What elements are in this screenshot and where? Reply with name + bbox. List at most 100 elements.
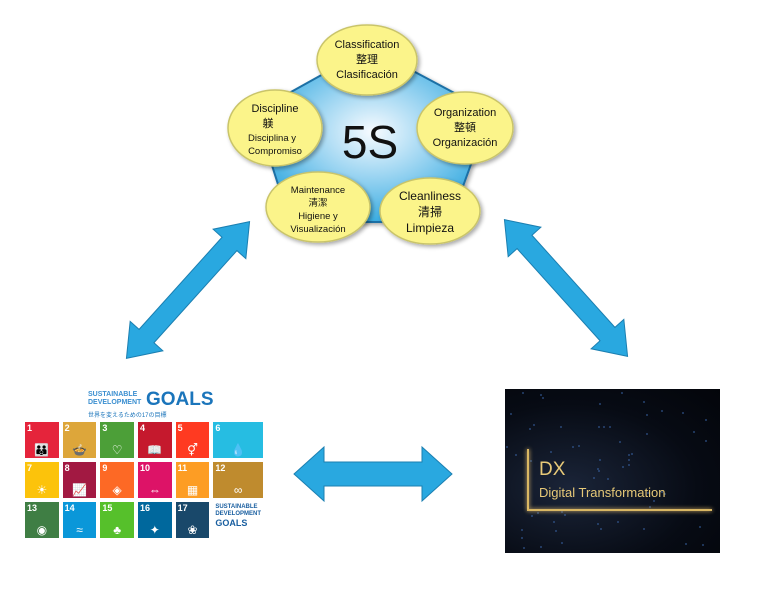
dx-background-dot bbox=[643, 528, 645, 530]
sdg-goal-17-icon: ❀ bbox=[187, 523, 198, 537]
sdg-header: SUSTAINABLE DEVELOPMENT GOALS 世界を変えるための1… bbox=[88, 389, 214, 419]
dx-background-dot bbox=[597, 523, 599, 525]
sdg-goal-13-icon: ◉ bbox=[36, 523, 48, 537]
sdg-tile-number: 6 bbox=[215, 423, 221, 433]
dx-background-dot bbox=[603, 426, 605, 428]
sdg-goal-4-icon: 📖 bbox=[147, 443, 163, 457]
sdg-tile-11: 11▦ bbox=[175, 462, 210, 498]
sdg-tile-number: 9 bbox=[102, 463, 108, 473]
dx-background-dot bbox=[693, 431, 695, 433]
sdg-tile-10: 10 ⇔ bbox=[137, 462, 172, 498]
sdg-tile-13: 13 ◉ bbox=[25, 502, 59, 538]
sdg-goal-7-icon: ☀ bbox=[36, 483, 48, 497]
sdg-goal-10-icon: ⇔ bbox=[148, 483, 161, 497]
sdg-header-line1: SUSTAINABLE bbox=[88, 391, 138, 398]
sdg-tile-number: 17 bbox=[177, 503, 188, 513]
node-cleanliness-es: Limpieza bbox=[406, 221, 454, 235]
node-discipline-en: Discipline bbox=[251, 103, 298, 115]
dx-subtitle: Digital Transformation bbox=[539, 485, 666, 500]
sdg-goal-12-icon: ∞ bbox=[233, 483, 243, 497]
dx-background-dot bbox=[515, 454, 517, 456]
dx-background-dot bbox=[685, 543, 687, 545]
sdg-tile-7: 7☀ bbox=[25, 462, 59, 498]
dx-background-dot bbox=[523, 547, 525, 549]
dx-background-dot bbox=[628, 459, 630, 461]
dx-background-dot bbox=[533, 424, 535, 426]
center-label-5s: 5S bbox=[342, 116, 398, 168]
dx-accent-vertical-line bbox=[527, 449, 529, 509]
dx-background-dot bbox=[540, 394, 542, 396]
sdg-tile-number: 4 bbox=[139, 423, 145, 433]
sdg-header-line2: DEVELOPMENT bbox=[88, 399, 142, 406]
dx-background-dot bbox=[522, 392, 524, 394]
dx-background-dot bbox=[631, 453, 633, 455]
sdg-goal-15-icon: ♣ bbox=[113, 523, 122, 537]
dx-background-dot bbox=[561, 542, 563, 544]
sdg-tile-12: 12∞ bbox=[213, 462, 263, 498]
sdg-goal-5-icon: ⚥ bbox=[187, 443, 198, 457]
sdg-goal-6-icon: 💧 bbox=[230, 443, 246, 457]
sdg-tile-number: 10 bbox=[139, 463, 150, 473]
sdg-tile-number: 2 bbox=[64, 423, 70, 433]
node-maintenance: Maintenance 清潔 Higiene y Visualización bbox=[265, 171, 371, 243]
sdg-tile-number: 14 bbox=[64, 503, 75, 513]
sdg-tile-number: 8 bbox=[64, 463, 70, 473]
sdg-logo-tile-logo-tile-text1: SUSTAINABLE bbox=[215, 504, 258, 510]
dx-background-dot bbox=[649, 506, 651, 508]
arrow-5s-dx bbox=[503, 219, 629, 357]
sdg-logo-tile-logo-tile-text2: DEVELOPMENT bbox=[215, 511, 261, 517]
node-organization-ja: 整頓 bbox=[454, 120, 476, 134]
node-organization: Organization 整頓 Organización bbox=[416, 91, 514, 165]
node-maintenance-es2: Visualización bbox=[290, 224, 345, 235]
dx-background-dot bbox=[699, 526, 701, 528]
node-classification-ja: 整理 bbox=[356, 52, 378, 66]
node-discipline: Discipline 躾 Disciplina y Compromiso bbox=[227, 89, 323, 167]
sdg-goal-16-icon: ✦ bbox=[149, 523, 160, 537]
sdg-tile-number: 13 bbox=[27, 503, 38, 513]
dx-background-dot bbox=[628, 454, 630, 456]
node-maintenance-es: Higiene y bbox=[298, 211, 338, 222]
dx-background-dot bbox=[702, 544, 704, 546]
dx-background-dot bbox=[599, 403, 601, 405]
sdg-tile-number: 11 bbox=[177, 463, 188, 473]
dx-background-dot bbox=[521, 529, 523, 531]
dx-background-dot bbox=[682, 412, 684, 414]
dx-background-dot bbox=[600, 528, 602, 530]
sdg-tile-number: 15 bbox=[102, 503, 113, 513]
sdg-goal-3-icon: ♡ bbox=[111, 443, 123, 457]
dx-accent-horizontal-line bbox=[527, 509, 712, 511]
sdg-header-goals: GOALS bbox=[146, 389, 214, 410]
dx-background-dot bbox=[537, 512, 539, 514]
sdg-tile-2: 2🍲 bbox=[62, 422, 97, 458]
node-classification-en: Classification bbox=[335, 39, 400, 51]
dx-background-dot bbox=[542, 397, 544, 399]
dx-background-dot bbox=[661, 491, 663, 493]
dx-background-dot bbox=[643, 401, 645, 403]
sdg-tile-number: 7 bbox=[27, 463, 33, 473]
arrow-sdg-dx bbox=[293, 445, 453, 503]
dx-background-dot bbox=[599, 459, 601, 461]
dx-background-dot bbox=[553, 521, 555, 523]
dx-background-dot bbox=[561, 511, 563, 513]
sdg-goal-2-icon: 🍲 bbox=[72, 443, 87, 457]
sdg-tile-1: 1👪 bbox=[25, 422, 59, 458]
sdg-tile-14: 14≈ bbox=[62, 502, 97, 538]
sdg-tile-9: 9◈ bbox=[100, 462, 134, 498]
dx-title: DX bbox=[539, 459, 566, 480]
dx-background-dot bbox=[609, 426, 611, 428]
sdg-tile-16: 16✦ bbox=[137, 502, 172, 538]
sdg-goal-8-icon: 📈 bbox=[72, 483, 87, 497]
dx-background-dot bbox=[598, 426, 600, 428]
dx-background-dot bbox=[521, 537, 523, 539]
node-organization-en: Organization bbox=[434, 107, 496, 119]
sdg-header-subtitle: 世界を変えるための17の目標 bbox=[88, 413, 167, 419]
dx-background-dot bbox=[555, 530, 557, 532]
node-classification-es: Clasificación bbox=[336, 69, 398, 81]
dx-background-dot bbox=[560, 426, 562, 428]
dx-background-dot bbox=[593, 477, 595, 479]
dx-background-dot bbox=[653, 500, 655, 502]
sdg-goal-14-icon: ≈ bbox=[76, 523, 83, 537]
sdg-tile-8: 8📈 bbox=[62, 462, 97, 498]
